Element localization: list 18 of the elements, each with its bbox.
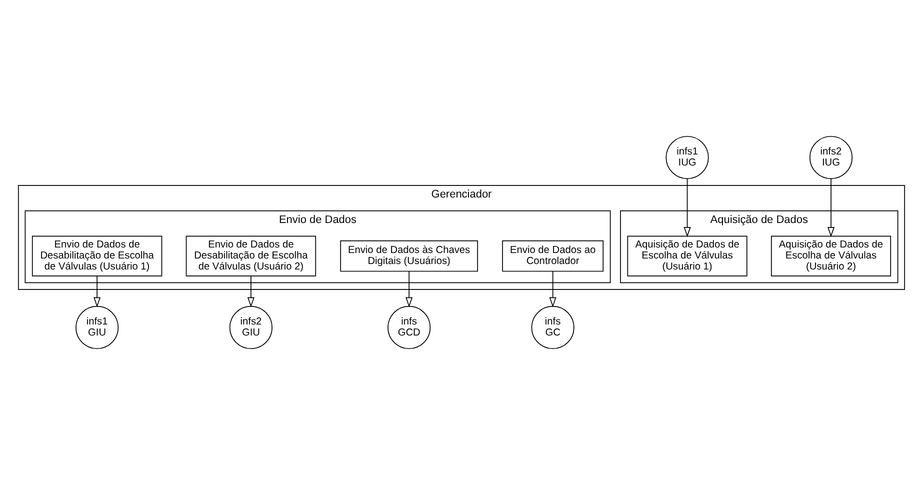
node-circle: infs1 GIU [76, 305, 119, 349]
node-box: Aquisição de Dados de Escolha de Válvulas (Usuário 1) [627, 235, 748, 276]
arrow [94, 275, 101, 307]
arrow [406, 270, 413, 307]
arrow [684, 178, 691, 237]
node-circle: infs GCD [388, 305, 431, 349]
node-circle: infs2 GIU [229, 305, 273, 349]
node-circle: infs1 IUG [666, 135, 709, 179]
arrow [247, 275, 255, 307]
node-box: Envio de Dados às Chaves Digitais (Usuários) [340, 240, 478, 272]
arrow [827, 178, 835, 237]
node-circle: infs2 IUG [809, 135, 853, 179]
node-circle: infs GC [531, 305, 574, 349]
node-box: Aquisição de Dados de Escolha de Válvulas (Usuário 2) [770, 235, 892, 276]
node-box: Envio de Dados de Desabilitação de Escolha de Válvulas (Usuário 1) [32, 235, 162, 276]
node-box: Envio de Dados ao Controlador [502, 240, 604, 272]
arrow [549, 270, 556, 307]
node-box: Envio de Dados de Desabilitação de Escolha de Válvulas (Usuário 2) [186, 235, 316, 276]
